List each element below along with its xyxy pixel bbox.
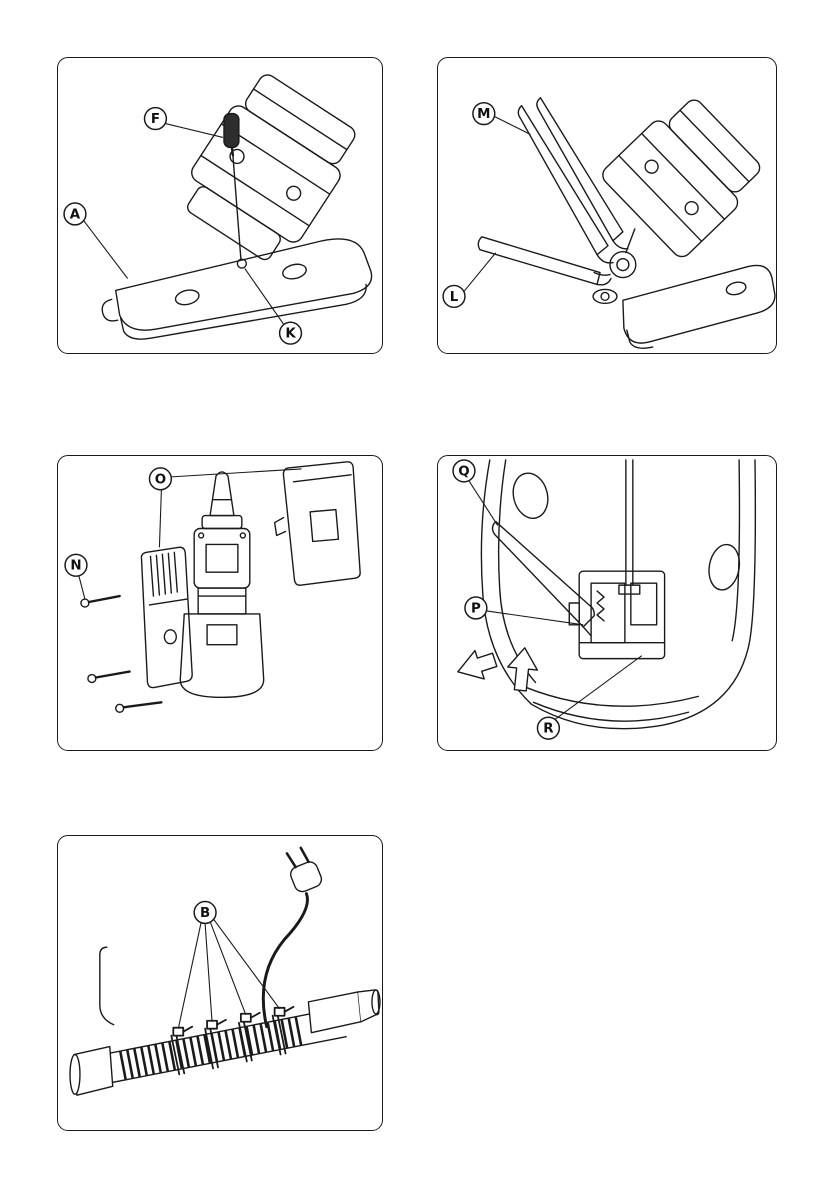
figure-1-art	[101, 74, 373, 340]
hose	[69, 989, 381, 1096]
figure-panel-2: M L	[437, 57, 777, 354]
callout-f: F	[143, 106, 224, 138]
motor-housing	[602, 99, 761, 258]
motor-housing	[187, 74, 356, 261]
figure-panel-3: O N	[57, 455, 383, 751]
wrench-m	[517, 97, 629, 264]
figure-5-art	[69, 846, 381, 1096]
figure-4-canvas: Q P R	[452, 459, 757, 740]
screwdriver	[223, 112, 248, 269]
wire-hook	[99, 946, 115, 1026]
figure-2-canvas: M L	[442, 97, 776, 349]
figure-2-art	[477, 97, 776, 349]
pry-tool	[491, 520, 595, 637]
callout-p-label: P	[471, 601, 481, 616]
callout-a-label: A	[70, 207, 81, 222]
callout-m-label: M	[477, 107, 490, 122]
figure-3-canvas: O N	[64, 461, 361, 713]
guide-rod	[618, 459, 641, 595]
figure-5-canvas: B	[69, 846, 381, 1096]
callout-n: N	[64, 553, 88, 600]
callout-n-label: N	[70, 559, 81, 574]
callout-o-label: O	[155, 472, 166, 487]
tool-base	[622, 264, 776, 349]
callout-p: P	[464, 596, 584, 626]
housing-shell	[273, 461, 361, 586]
power-cord	[261, 892, 309, 1029]
brush-holder	[568, 570, 666, 660]
callout-o: O	[148, 467, 302, 548]
wrench-l	[477, 236, 612, 286]
tool-base	[101, 238, 373, 340]
cable-clamps	[170, 1005, 295, 1076]
collet-spindle	[592, 228, 637, 305]
figure-3-art	[80, 461, 361, 713]
callout-k-label: K	[285, 327, 296, 342]
motor-unit	[179, 471, 265, 699]
callout-b-label: B	[200, 906, 210, 921]
callout-r-label: R	[543, 722, 554, 737]
callout-f-label: F	[151, 112, 160, 127]
figure-panel-5: B	[57, 835, 383, 1131]
brush-cover	[140, 546, 193, 689]
figure-1-canvas: F A K	[63, 74, 373, 345]
callout-k: K	[244, 268, 303, 345]
screws	[80, 594, 163, 713]
direction-arrows	[457, 647, 539, 692]
callout-r: R	[536, 655, 643, 740]
callout-l: L	[442, 252, 497, 309]
figure-panel-4: Q P R	[437, 455, 777, 751]
power-plug	[285, 846, 323, 893]
callout-q-label: Q	[458, 464, 469, 479]
figure-4-art	[457, 459, 757, 730]
figure-panel-1: F A K	[57, 57, 383, 354]
callout-a: A	[63, 202, 129, 279]
callout-q: Q	[452, 459, 499, 526]
callout-m: M	[472, 101, 531, 135]
housing-cutaway	[480, 459, 757, 730]
callout-b: B	[177, 900, 281, 1029]
callout-l-label: L	[450, 290, 459, 305]
